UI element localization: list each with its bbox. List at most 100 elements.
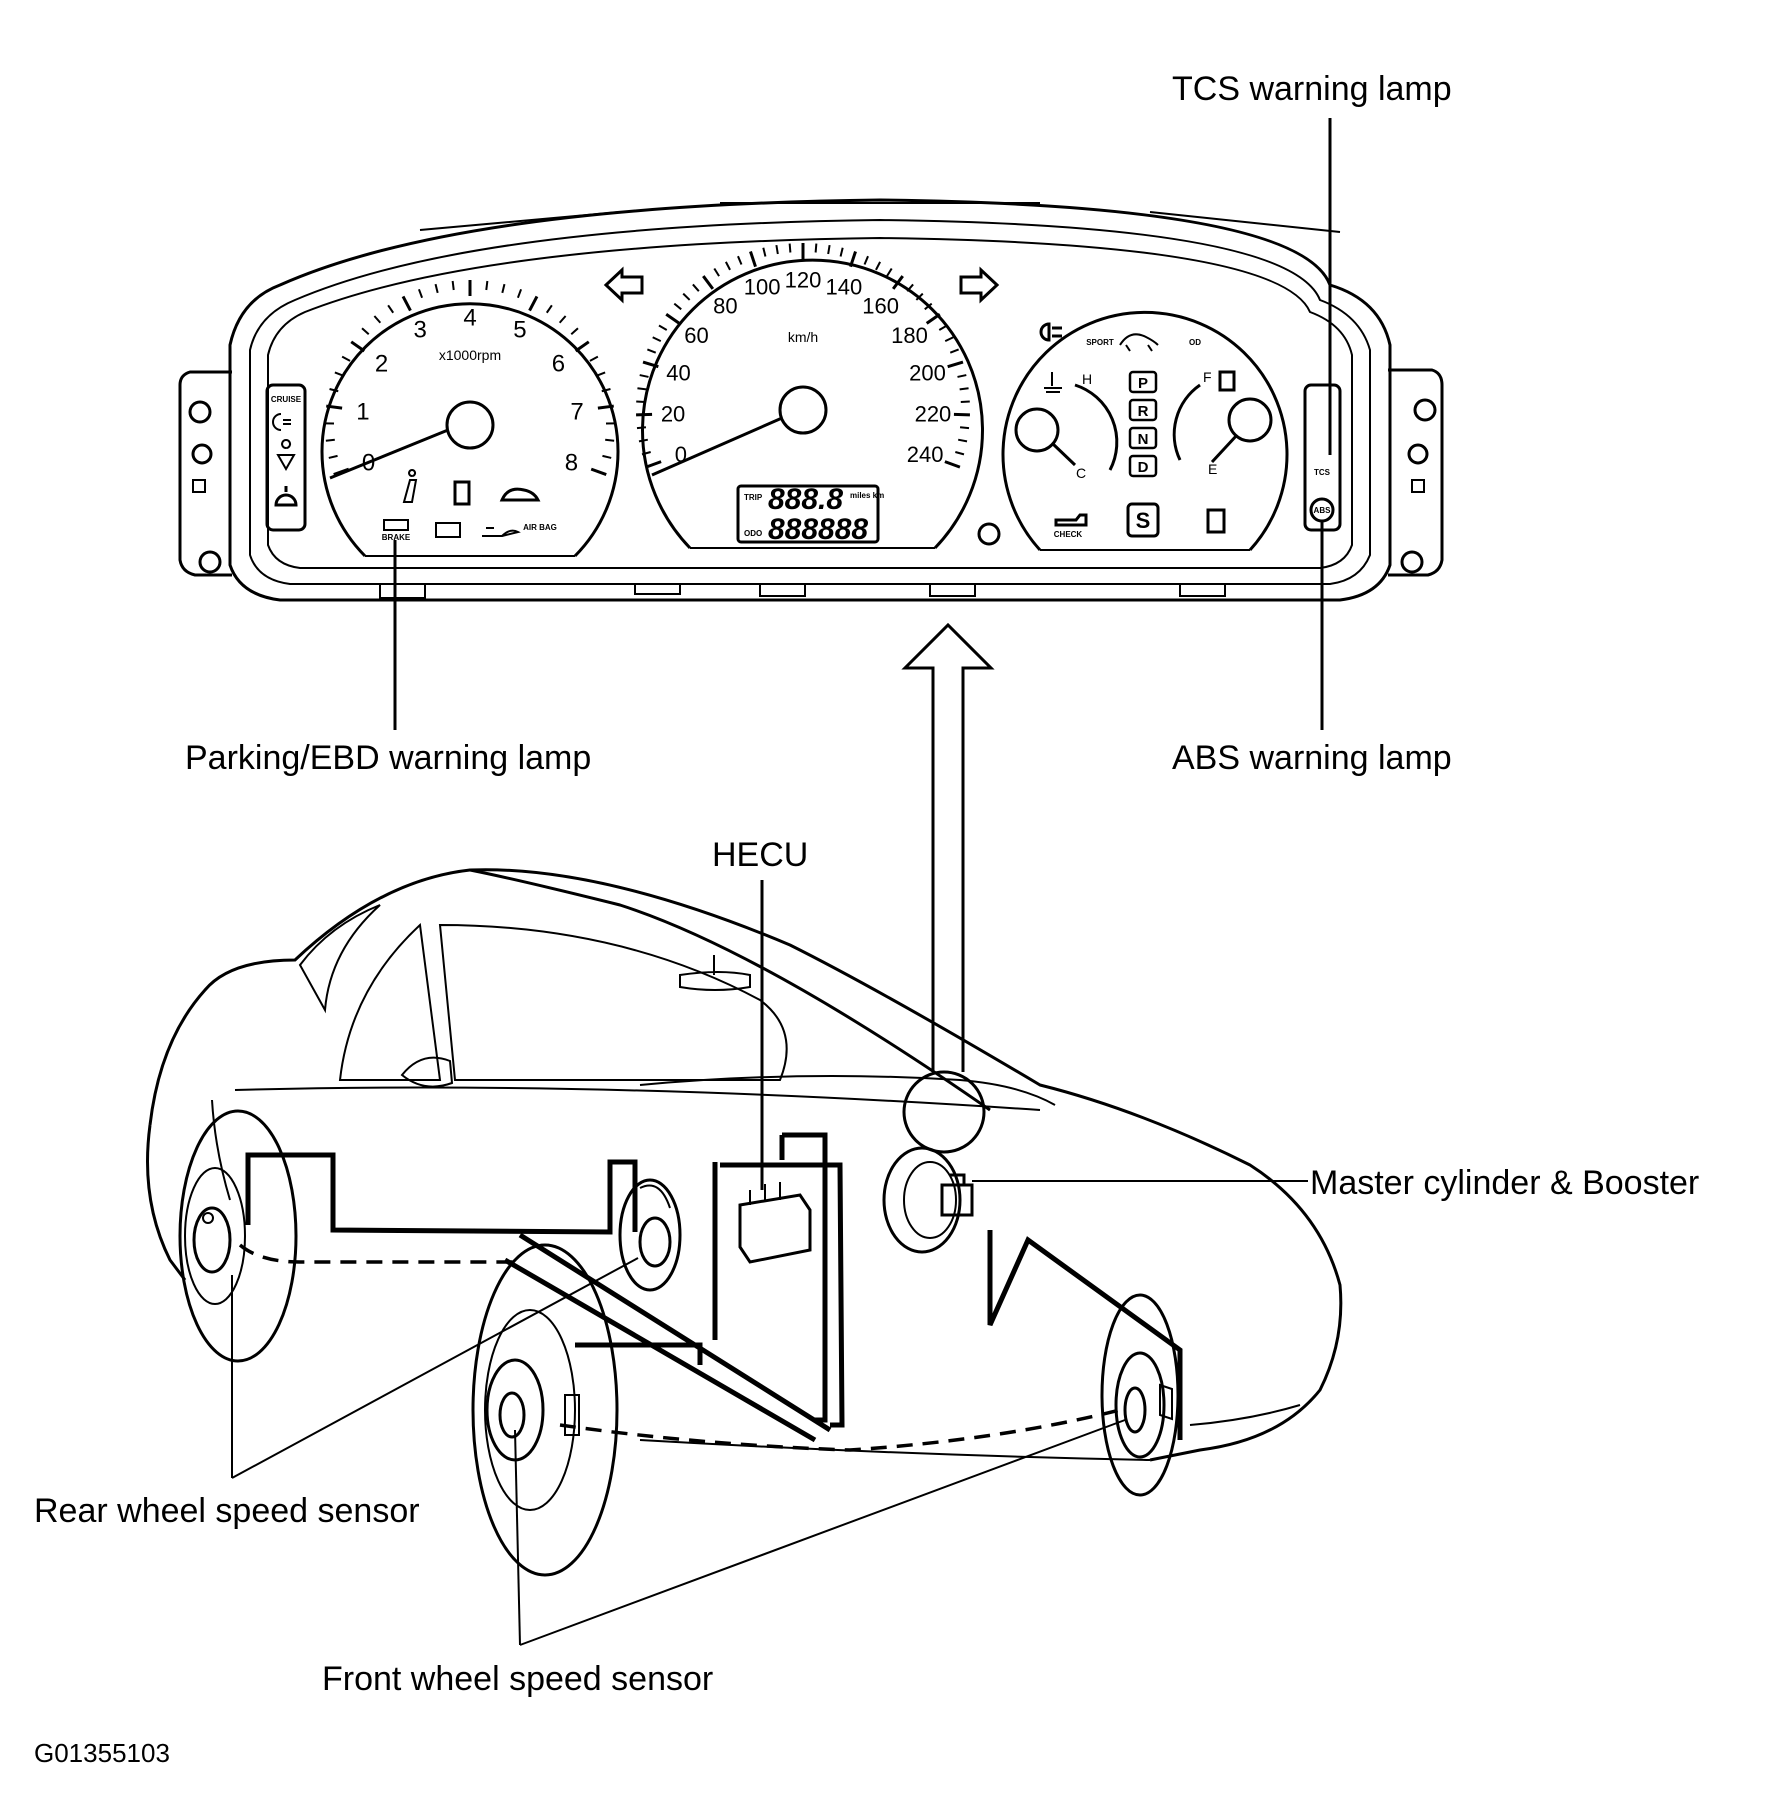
rear-window [298,904,381,1014]
side-window [338,922,442,1081]
windshield [469,868,991,1112]
dial-major-tick [944,460,961,469]
dial-tick-label: 100 [744,274,781,299]
dial-tick-label: 4 [463,304,476,331]
battery-icon [435,522,461,538]
dial-minor-tick [641,451,651,456]
odometer-lcd [736,484,880,544]
fuel-full-label: F [1203,369,1212,385]
oil-pressure-icon [482,527,521,537]
lcd-units-label: miles km [850,491,884,500]
fuel-empty-label: E [1208,461,1217,477]
wheel-speed-sensor-wiring [238,1243,1121,1452]
left-turn-signal-icon [603,266,644,304]
dial-major-tick [665,312,681,325]
dial-minor-tick [827,244,831,255]
rearview-mirror [679,955,751,991]
mounting-tab-right [1388,368,1444,577]
gear-indicator-box [1128,398,1158,422]
dial-minor-tick [646,348,657,354]
bottom-clips [379,583,1226,599]
gear-indicator-label: D [1138,459,1149,476]
traction-icon [1119,333,1159,352]
gear-indicator-box [1128,426,1158,450]
dial-minor-tick [906,283,914,292]
tachometer-ticks [324,280,616,477]
brake-warning-icon [383,519,409,531]
dial-minor-tick [434,283,439,294]
front-door-window [438,923,788,1081]
dial-minor-tick [886,267,893,277]
right-turn-signal-icon [959,266,1000,304]
front-left-wheel [471,1243,619,1577]
door-ajar-icon [453,480,471,506]
low-fuel-icon [1206,508,1226,534]
signal-arrow [901,622,995,1072]
dial-minor-tick [915,292,924,301]
dial-tick-label: 240 [907,442,944,467]
rear-right-sensor-rotor [618,1178,682,1292]
dial-tick-label: 1 [356,398,369,425]
dial-major-tick [947,360,964,369]
temp-hot-label: H [1082,371,1092,387]
speedometer-ticks [636,243,970,469]
hecu-label: HECU [712,836,808,874]
tachometer-needle [329,428,449,480]
side-mirror [400,1056,454,1088]
dial-major-tick [574,340,590,353]
dial-minor-tick [589,355,599,362]
dial-major-tick [642,360,659,369]
dial-major-tick [849,251,857,268]
dial-tick-label: 140 [826,274,863,299]
dial-minor-tick [924,302,933,311]
front-sensor-leader-lines [514,1419,1126,1646]
car-body-outline [148,868,1343,1462]
master-cylinder-booster [882,1146,974,1254]
hecu-unit [738,1182,812,1264]
dial-minor-tick [959,387,969,391]
coolant-temp-icon [1044,372,1062,393]
dial-minor-tick [501,283,506,294]
dial-tick-label: 80 [713,293,737,318]
brake-label: BRAKE [382,533,411,542]
dial-minor-tick [949,348,960,354]
dial-major-tick [590,467,607,477]
speedometer-unit: km/h [788,329,818,345]
od-label: OD [1189,338,1201,347]
dial-minor-tick [341,355,351,362]
dial-minor-tick [637,387,647,391]
gear-indicator-box [1128,370,1158,394]
dial-minor-tick [570,327,579,335]
dial-minor-tick [692,283,700,292]
abs-warning-lamp-label: ABS warning lamp [1172,739,1452,777]
front-right-wheel [1100,1293,1180,1497]
dial-minor-tick [451,280,455,291]
dial-tick-label: 160 [862,293,899,318]
dial-tick-label: 40 [666,360,690,385]
fuel-pump-icon [1218,370,1236,392]
brake-hydraulic-lines [245,1132,1183,1443]
front-wheel-speed-sensor-label: Front wheel speed sensor [322,1660,713,1698]
dial-minor-tick [938,324,948,331]
temp-gauge-arc [1074,383,1119,471]
fuel-needle [1210,433,1239,464]
dial-major-tick [326,404,343,410]
dial-minor-tick [387,304,395,314]
seatbelt-warning-icon [402,469,418,503]
dial-minor-tick [516,288,523,299]
mounting-tab-left [178,370,232,577]
dial-minor-tick [725,261,731,271]
left-indicator-panel: CRUISE [265,383,307,532]
dial-major-tick [891,275,904,290]
dial-minor-tick [775,244,779,255]
dial-minor-tick [957,438,968,443]
dial-tick-label: 5 [513,317,526,344]
temp-needle [1051,442,1077,467]
rear-wheel [178,1109,298,1363]
check-label: CHECK [1054,530,1083,539]
dial-tick-label: 6 [552,350,565,377]
